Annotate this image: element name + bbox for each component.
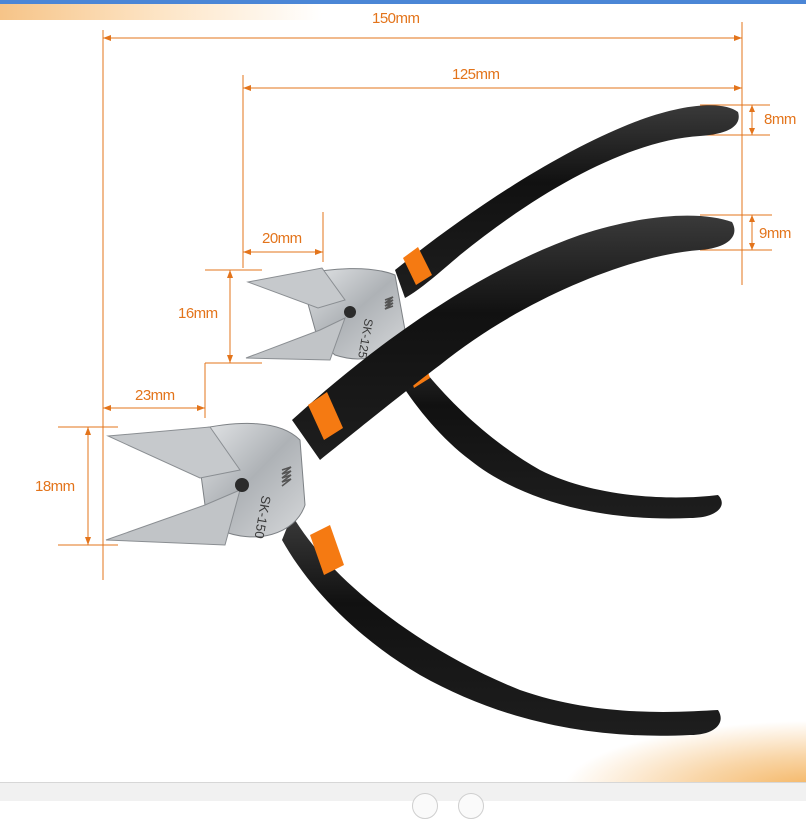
label-small-length: 125mm <box>452 66 500 83</box>
small-model-stamp: SK-125 <box>355 317 376 359</box>
small-upper-band <box>403 247 432 285</box>
small-lower-jaw <box>245 317 346 361</box>
large-upper-band <box>308 392 343 440</box>
large-upper-handle <box>292 215 735 460</box>
label-small-jaw-opening: 16mm <box>178 305 218 322</box>
carousel-dot-icon[interactable] <box>412 793 438 819</box>
small-pivot <box>344 306 356 318</box>
large-lower-handle <box>282 515 721 736</box>
small-upper-handle <box>395 105 739 298</box>
large-spring <box>281 466 292 487</box>
label-small-jaw-length: 20mm <box>262 230 302 247</box>
label-small-handle-width: 8mm <box>764 111 796 128</box>
carousel-dot-icon[interactable] <box>458 793 484 819</box>
bottom-bar <box>0 782 806 801</box>
small-upper-jaw <box>246 267 346 309</box>
large-upper-jaw <box>106 426 241 479</box>
large-pivot <box>235 478 249 492</box>
pliers-illustration: SK-125 SK-150 <box>58 22 772 736</box>
dimension-lines <box>58 22 772 580</box>
large-pliers <box>105 215 735 736</box>
label-large-jaw-opening: 18mm <box>35 478 75 495</box>
large-lower-band <box>310 525 344 575</box>
label-large-handle-width: 9mm <box>759 225 791 242</box>
label-overall-length: 150mm <box>372 10 420 27</box>
top-accent-strip <box>0 0 806 20</box>
large-lower-jaw <box>105 489 241 546</box>
large-model-stamp: SK-150 <box>252 494 274 539</box>
small-spring <box>384 296 394 310</box>
label-large-jaw-length: 23mm <box>135 387 175 404</box>
small-lower-handle <box>380 330 722 519</box>
top-accent-line <box>0 0 806 4</box>
